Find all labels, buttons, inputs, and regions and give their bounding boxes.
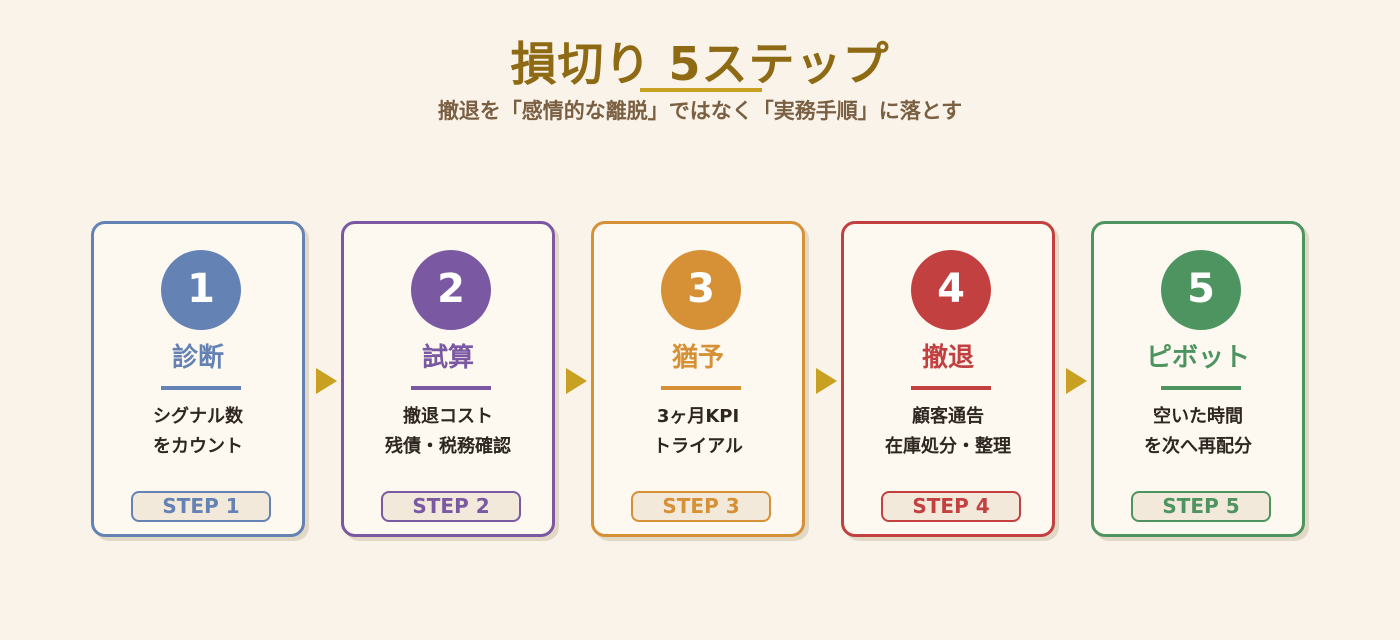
step-description: シグナル数をカウント: [94, 402, 302, 462]
arrow-right-icon: [816, 368, 837, 394]
step-title: 猶予: [671, 343, 724, 373]
step-number-badge: 4: [911, 250, 991, 330]
step-title: 試算: [421, 343, 474, 373]
step-title: ピボット: [1145, 343, 1250, 373]
header: 損切り 5ステップ: [0, 34, 1400, 94]
page-title: 損切り 5ステップ: [510, 37, 890, 91]
step-card-5: 5 ピボット空いた時間を次へ再配分 STEP 5: [1091, 221, 1305, 537]
step-divider: [911, 386, 991, 390]
step-card-4: 4 撤退顧客通告在庫処分・整理 STEP 4: [841, 221, 1055, 537]
step-desc-line-2: 在庫処分・整理: [885, 436, 1011, 457]
step-description: 空いた時間を次へ再配分: [1094, 402, 1302, 462]
step-desc-line-1: 3ヶ月KPI: [656, 406, 740, 427]
step-desc-line-2: トライアル: [653, 436, 743, 457]
step-description: 撤退コスト残債・税務確認: [344, 402, 552, 462]
step-description: 3ヶ月KPI トライアル: [594, 402, 802, 462]
title-underline: [640, 88, 762, 92]
arrow-right-icon: [566, 368, 587, 394]
step-label-badge: STEP 1: [131, 491, 271, 522]
step-label-badge: STEP 3: [631, 491, 771, 522]
step-desc-line-2: をカウント: [153, 436, 243, 457]
step-label-badge: STEP 5: [1131, 491, 1271, 522]
step-description: 顧客通告在庫処分・整理: [844, 402, 1052, 462]
step-number-badge: 5: [1161, 250, 1241, 330]
step-card-2: 2 試算撤退コスト残債・税務確認 STEP 2: [341, 221, 555, 537]
step-desc-line-1: シグナル数: [153, 406, 243, 427]
step-card-1: 1 診断シグナル数をカウント STEP 1: [91, 221, 305, 537]
step-card-3: 3 猶予 3ヶ月KPI トライアル STEP 3: [591, 221, 805, 537]
step-number-badge: 1: [161, 250, 241, 330]
step-title: 診断: [171, 343, 224, 373]
step-divider: [161, 386, 241, 390]
step-divider: [1161, 386, 1241, 390]
step-label-badge: STEP 2: [381, 491, 521, 522]
step-desc-line-2: を次へ再配分: [1144, 436, 1252, 457]
step-divider: [661, 386, 741, 390]
step-number-badge: 2: [411, 250, 491, 330]
step-desc-line-1: 撤退コスト: [403, 406, 493, 427]
step-label-badge: STEP 4: [881, 491, 1021, 522]
step-desc-line-1: 顧客通告: [912, 406, 984, 427]
step-divider: [411, 386, 491, 390]
arrow-right-icon: [1066, 368, 1087, 394]
step-desc-line-1: 空いた時間: [1153, 406, 1243, 427]
page-subtitle: 撤退を「感情的な離脱」ではなく「実務手順」に落とす: [437, 99, 963, 123]
step-number-badge: 3: [661, 250, 741, 330]
step-desc-line-2: 残債・税務確認: [385, 436, 511, 457]
step-title: 撤退: [921, 343, 974, 373]
arrow-right-icon: [316, 368, 337, 394]
